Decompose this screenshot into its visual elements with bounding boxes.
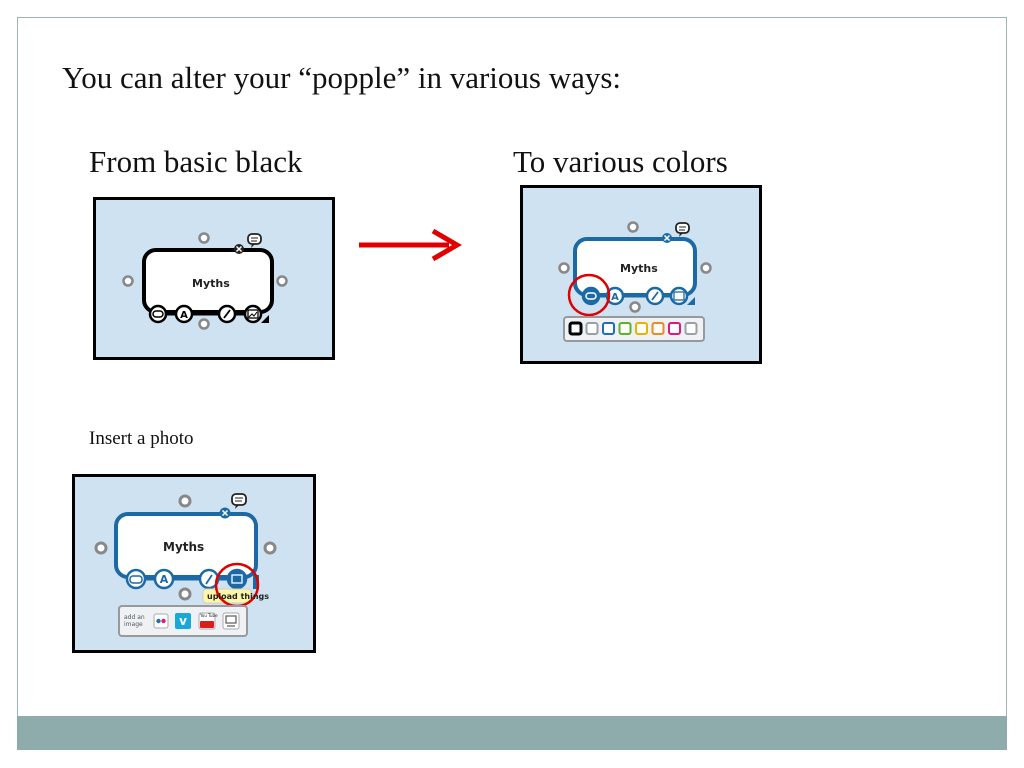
node-label: Myths: [620, 262, 658, 275]
image-icon: [226, 568, 248, 590]
handle-left-icon: [122, 275, 134, 287]
comment-icon: [231, 493, 247, 506]
handle-left-icon: [558, 262, 570, 274]
svg-text:A: A: [180, 310, 188, 321]
footer-bar: [17, 716, 1007, 750]
palette-swatch[interactable]: [635, 322, 648, 335]
screenshot-various-colors: A Myths: [520, 185, 762, 364]
handle-right-icon: [276, 275, 288, 287]
text-style-icon: [153, 568, 175, 590]
text-style-icon: [174, 304, 194, 324]
resize-handle-icon: [687, 297, 695, 305]
comment-icon: [247, 233, 262, 245]
handle-bottom-icon: [629, 301, 641, 313]
red-arrow-icon: [359, 228, 462, 262]
youtube-label: You Tube: [200, 613, 218, 618]
screenshot-insert-photo: A v Myths upload things add an image You…: [72, 474, 316, 653]
palette-swatch[interactable]: [668, 322, 681, 335]
svg-text:v: v: [179, 614, 187, 628]
resize-handle-icon: [261, 315, 269, 323]
label-various-colors: To various colors: [513, 144, 728, 179]
palette-swatch[interactable]: [585, 322, 599, 335]
palette-swatch[interactable]: [618, 322, 632, 335]
popple-photo-graphic: A v: [94, 493, 277, 637]
handle-right-icon: [263, 541, 277, 555]
handle-bottom-icon: [198, 318, 210, 330]
node-label: Myths: [192, 277, 230, 290]
comment-icon: [675, 222, 690, 234]
node-box: [114, 512, 258, 579]
label-basic-black: From basic black: [89, 144, 303, 179]
add-image-label: add an image: [124, 614, 145, 628]
svg-text:A: A: [611, 292, 619, 303]
text-style-icon: [605, 286, 625, 306]
tooltip-upload-things: upload things: [207, 592, 270, 601]
node-box: [142, 248, 274, 314]
node-label: Myths: [163, 540, 205, 554]
palette-swatch[interactable]: [602, 322, 615, 335]
popple-colored-graphic: A: [558, 221, 712, 342]
shape-icon: [581, 286, 601, 306]
popple-black-graphic: A: [122, 232, 288, 330]
vimeo-icon: [175, 613, 191, 629]
palette-swatch[interactable]: [684, 322, 698, 335]
handle-left-icon: [94, 541, 108, 555]
handle-bottom-icon: [178, 587, 192, 601]
handle-top-icon: [627, 221, 639, 233]
handle-top-icon: [198, 232, 210, 244]
handle-right-icon: [700, 262, 712, 274]
svg-text:A: A: [160, 573, 169, 586]
highlight-circle: [567, 273, 611, 317]
flickr-icon: [153, 613, 169, 629]
palette-swatch[interactable]: [651, 322, 665, 335]
handle-top-icon: [178, 494, 192, 508]
computer-upload-icon: [222, 612, 240, 630]
palette-swatches: [568, 321, 698, 336]
slide-heading: You can alter your “popple” in various w…: [62, 60, 622, 95]
shape-icon: [148, 304, 168, 324]
label-insert-photo: Insert a photo: [89, 428, 194, 449]
screenshot-basic-black: A Myths: [93, 197, 335, 360]
palette-swatch[interactable]: [568, 321, 583, 336]
color-palette: [563, 316, 705, 342]
